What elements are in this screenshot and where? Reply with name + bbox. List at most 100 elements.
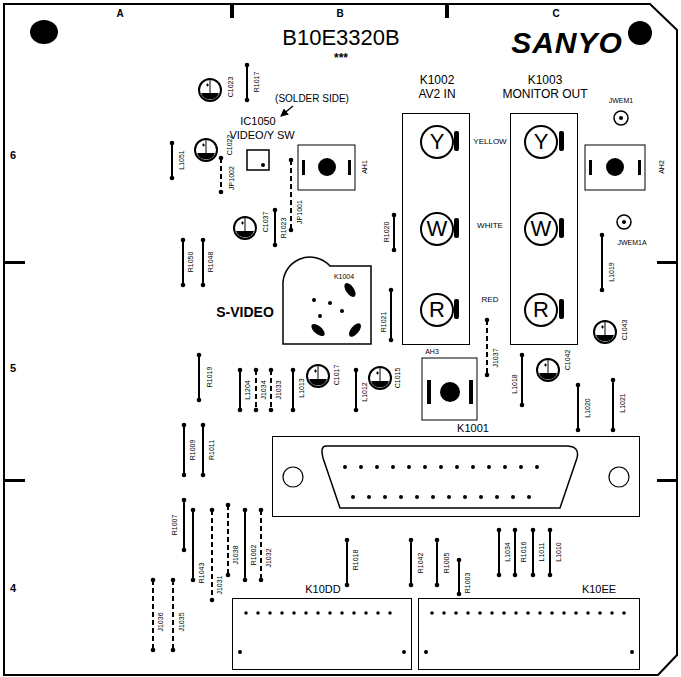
pcb-artwork [246,611,400,615]
pcb-artwork [340,309,344,313]
pcb-artwork [318,158,336,176]
pcb-artwork [202,240,204,285]
component-ref: L1013 [298,378,305,397]
board-text: 4 [10,583,16,594]
component-ref: C1043 [621,320,628,341]
board-text: B10E3320B [282,27,399,49]
pcb-artwork [628,21,652,45]
pcb-artwork [369,367,391,389]
board-text: JWEM1 [609,97,634,104]
pcb-artwork [606,158,624,176]
pcb-artwork [3,479,25,482]
component-ref: AH1 [361,160,368,174]
pcb-artwork [514,530,516,575]
component-ref: J1031 [216,575,223,594]
component-ref: JP1002 [228,166,235,190]
component-ref: J1033 [275,380,282,399]
component-ref: L1204 [244,380,251,399]
board-text: 5 [10,363,16,374]
component-ref: L1020 [584,398,591,417]
pcb-artwork [318,314,322,318]
pcb-artwork [202,425,204,475]
pcb-artwork [153,158,487,650]
component-ref: J1035 [178,612,185,631]
board-text: RED [482,296,499,304]
pcb-artwork [436,540,438,585]
component-ref: R1050 [187,252,194,273]
component-ref: C1042 [564,350,571,371]
pcb-artwork [172,65,613,594]
board-text: B [336,9,343,19]
component-ref: C1017 [333,365,340,386]
pcb-artwork [246,65,248,100]
pcb-artwork [594,321,616,343]
part-designator: MONITOR OUT [502,88,587,100]
pcb-artwork [559,218,564,238]
pcb-artwork [234,217,256,239]
pcb-artwork [432,611,630,615]
pcb-artwork [230,3,234,18]
component-ref: R1002 [250,545,257,566]
board-text: JWEM1A [617,239,646,246]
jack-circle: W [524,212,558,246]
pcb-artwork [440,382,460,402]
component-ref: L1051 [178,150,185,169]
pcb-artwork [422,358,477,420]
component-ref: J1037 [492,348,499,367]
pcb-artwork [638,160,641,175]
pcb-artwork [211,510,213,600]
pcb-artwork [290,160,292,230]
component-ref: R1003 [464,573,471,594]
jack-circle: Y [420,125,454,159]
pcb-artwork [283,467,303,487]
pcb-artwork [322,446,578,508]
pcb-artwork [355,370,357,410]
pcb-artwork [298,145,355,190]
jack-circle: W [420,212,454,246]
board-text: C [552,9,559,19]
pcb-artwork [486,320,488,375]
component-ref: J1036 [157,612,164,631]
pcb-artwork [309,322,326,338]
pcb-artwork [270,370,272,410]
pcb-artwork [238,650,242,654]
component-ref: R1018 [352,550,359,571]
part-designator: K1001 [457,423,489,434]
component-ref: J1032 [265,548,272,567]
component-ref: J1038 [232,545,239,564]
board-text: *** [334,52,348,64]
pcb-artwork [347,321,363,338]
pcb-artwork [614,111,628,125]
pcb-artwork [171,143,173,178]
pcb-artwork [239,370,241,410]
pin-header: K10EE [418,598,640,670]
pcb-artwork [609,467,629,487]
s-video-jack: K1004 [282,252,372,345]
pcb-artwork [577,385,579,430]
pcb-artwork [346,540,348,585]
component-ref: C1015 [394,368,401,389]
pcb-artwork [454,299,459,319]
board-text: 6 [10,150,16,161]
pcb-artwork [274,210,276,245]
component-ref: L1018 [511,374,518,393]
component-ref: L1010 [555,542,562,561]
board-text: (SOLDER SIDE) [275,94,349,104]
part-designator: K1004 [334,273,354,280]
pcb-artwork [619,116,623,120]
pcb-artwork [585,145,645,190]
pcb-artwork [227,505,229,575]
pcb-artwork [282,252,372,345]
component-ref: JP1001 [296,200,303,224]
component-ref: R1023 [280,218,287,239]
pcb-artwork [622,220,626,224]
pcb-artwork [390,290,392,340]
part-designator: AV2 IN [418,88,455,100]
pin-header: K10DD [232,598,412,670]
component-ref: L1012 [361,382,368,401]
pcb-artwork [521,355,523,405]
pcb-artwork [424,650,428,654]
pcb-artwork [328,301,332,305]
pcb-artwork [601,235,603,290]
jack-letter: Y [430,131,445,153]
